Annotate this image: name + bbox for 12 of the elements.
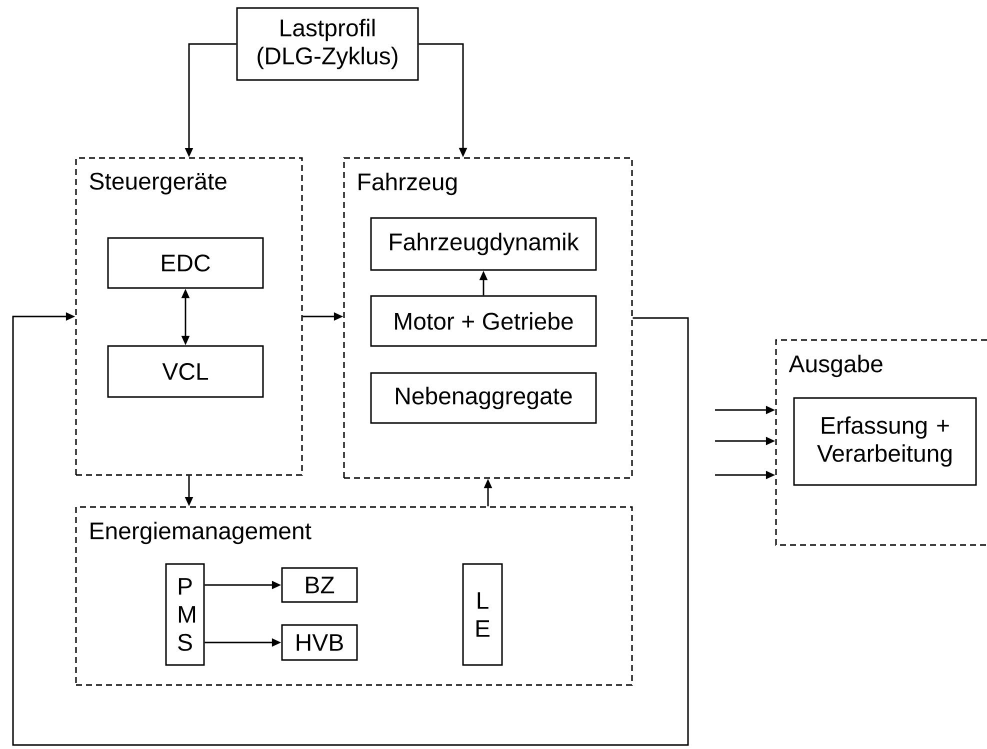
process-box: BZ <box>281 567 358 603</box>
process-box: Lastprofil (DLG-Zyklus) <box>236 7 419 81</box>
process-box: Nebenaggregate <box>370 372 597 424</box>
arrow <box>12 312 689 746</box>
vertical-box: L E <box>462 563 503 666</box>
process-box: VCL <box>107 345 264 398</box>
vertical-box: P M S <box>165 563 205 666</box>
process-box: Fahrzeugdynamik <box>370 217 597 271</box>
process-box: Motor + Getriebe <box>370 295 597 347</box>
process-box: Erfassung + Verarbeitung <box>793 397 977 486</box>
process-box: HVB <box>281 624 358 661</box>
process-box: EDC <box>107 237 264 289</box>
